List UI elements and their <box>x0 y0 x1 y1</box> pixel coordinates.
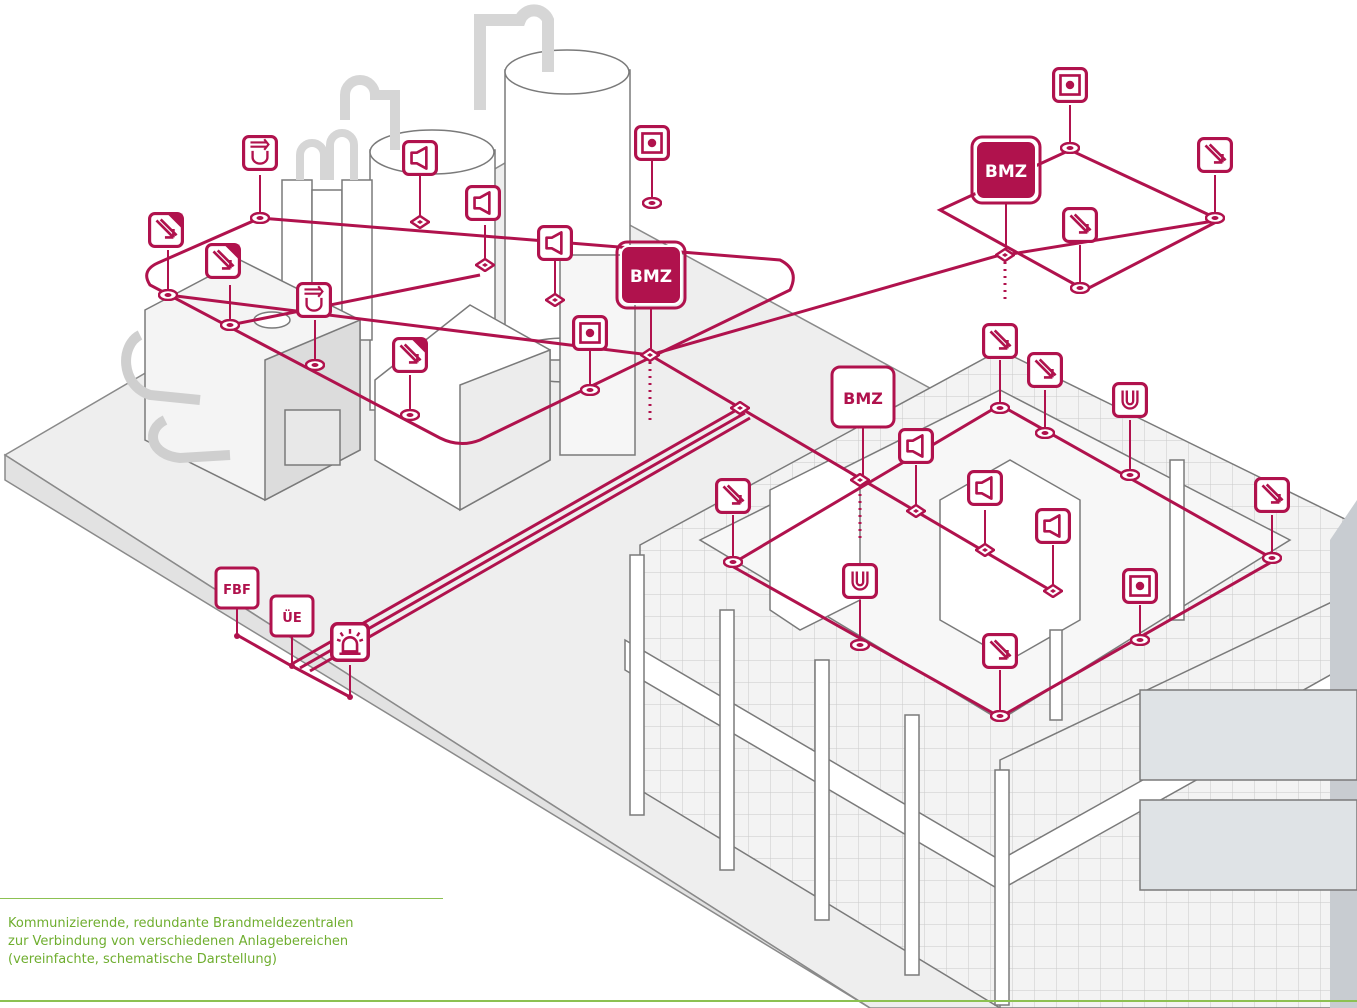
bmz-panel-remote: BMZ <box>970 135 1042 250</box>
ue-label: ÜE <box>282 610 301 626</box>
beacon-icon <box>330 622 370 662</box>
push-button-icon <box>1052 67 1088 103</box>
caption-line-1: Kommunizierende, redundante Brandmeldeze… <box>8 916 354 931</box>
heat-detector-arrow-icon <box>296 282 332 318</box>
smoke-detector-icon <box>1197 137 1233 173</box>
smoke-detector-icon <box>148 212 184 248</box>
smoke-detector-icon <box>1027 352 1063 388</box>
caption-line-3: (vereinfachte, schematische Darstellung) <box>8 952 277 967</box>
smoke-detector-icon <box>982 323 1018 359</box>
caption-line-2: zur Verbindung von verschiedenen Anlageb… <box>8 934 349 949</box>
beacon-device <box>330 622 370 700</box>
heat-detector-icon <box>1112 382 1148 418</box>
sounder-icon <box>537 225 573 261</box>
push-button-icon <box>634 125 670 161</box>
smoke-detector-icon <box>715 478 751 514</box>
smoke-detector-icon <box>1062 207 1098 243</box>
sounder-icon <box>402 140 438 176</box>
smoke-detector-icon <box>982 633 1018 669</box>
caption: Kommunizierende, redundante Brandmeldeze… <box>8 915 468 969</box>
caption-divider <box>0 898 443 899</box>
push-button-icon <box>1122 568 1158 604</box>
heat-detector-arrow-icon <box>242 135 278 171</box>
sounder-icon <box>465 185 501 221</box>
bottom-divider <box>0 1000 1357 1002</box>
heat-detector-icon <box>842 563 878 599</box>
fbf-label: FBF <box>223 583 251 598</box>
fbf-panel: FBF <box>214 566 260 639</box>
sounder-icon <box>1035 508 1071 544</box>
ue-panel: ÜE <box>269 594 315 669</box>
bmz-panel-plant: BMZ <box>615 240 687 350</box>
smoke-detector-icon <box>205 243 241 279</box>
bmz-label: BMZ <box>843 389 883 408</box>
bmz-label: BMZ <box>985 162 1027 182</box>
bmz-panel-office: BMZ <box>830 365 896 475</box>
bmz-label: BMZ <box>630 267 672 287</box>
push-button-icon <box>572 315 608 351</box>
smoke-detector-icon <box>1254 477 1290 513</box>
sounder-icon <box>898 428 934 464</box>
smoke-detector-icon <box>392 337 428 373</box>
industrial-plant <box>121 4 636 512</box>
sounder-icon <box>967 470 1003 506</box>
